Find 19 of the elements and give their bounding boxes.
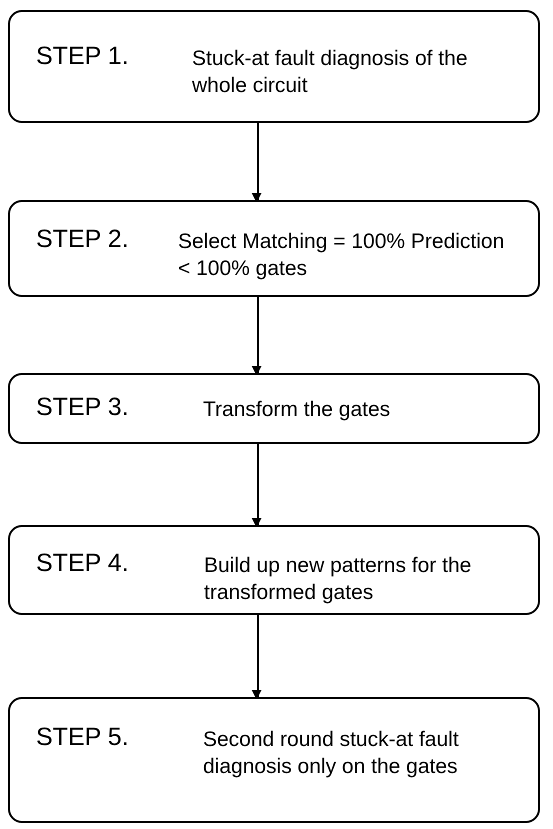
step-box [8, 200, 540, 297]
arrow [252, 297, 262, 376]
step-description: Transform the gates [203, 397, 390, 423]
step-description: Second round stuck-at fault diagnosis only on the gates [203, 727, 460, 780]
step-description: Build up new patterns for the transformed gates [204, 553, 472, 606]
step-box [8, 525, 540, 615]
step-box [8, 697, 540, 823]
step-number: STEP 4. [36, 549, 130, 578]
arrow [252, 615, 262, 700]
step-number: STEP 3. [36, 393, 130, 422]
step-description: Select Matching = 100% Prediction < 100% gates [178, 229, 506, 282]
step-box [8, 10, 540, 123]
arrow [252, 444, 262, 528]
arrow [252, 123, 262, 203]
step-number: STEP 5. [36, 723, 130, 752]
step-number: STEP 1. [36, 42, 130, 71]
step-box [8, 373, 540, 444]
step-description: Stuck-at fault diagnosis of the whole circuit [192, 46, 468, 100]
step-number: STEP 2. [36, 225, 130, 254]
